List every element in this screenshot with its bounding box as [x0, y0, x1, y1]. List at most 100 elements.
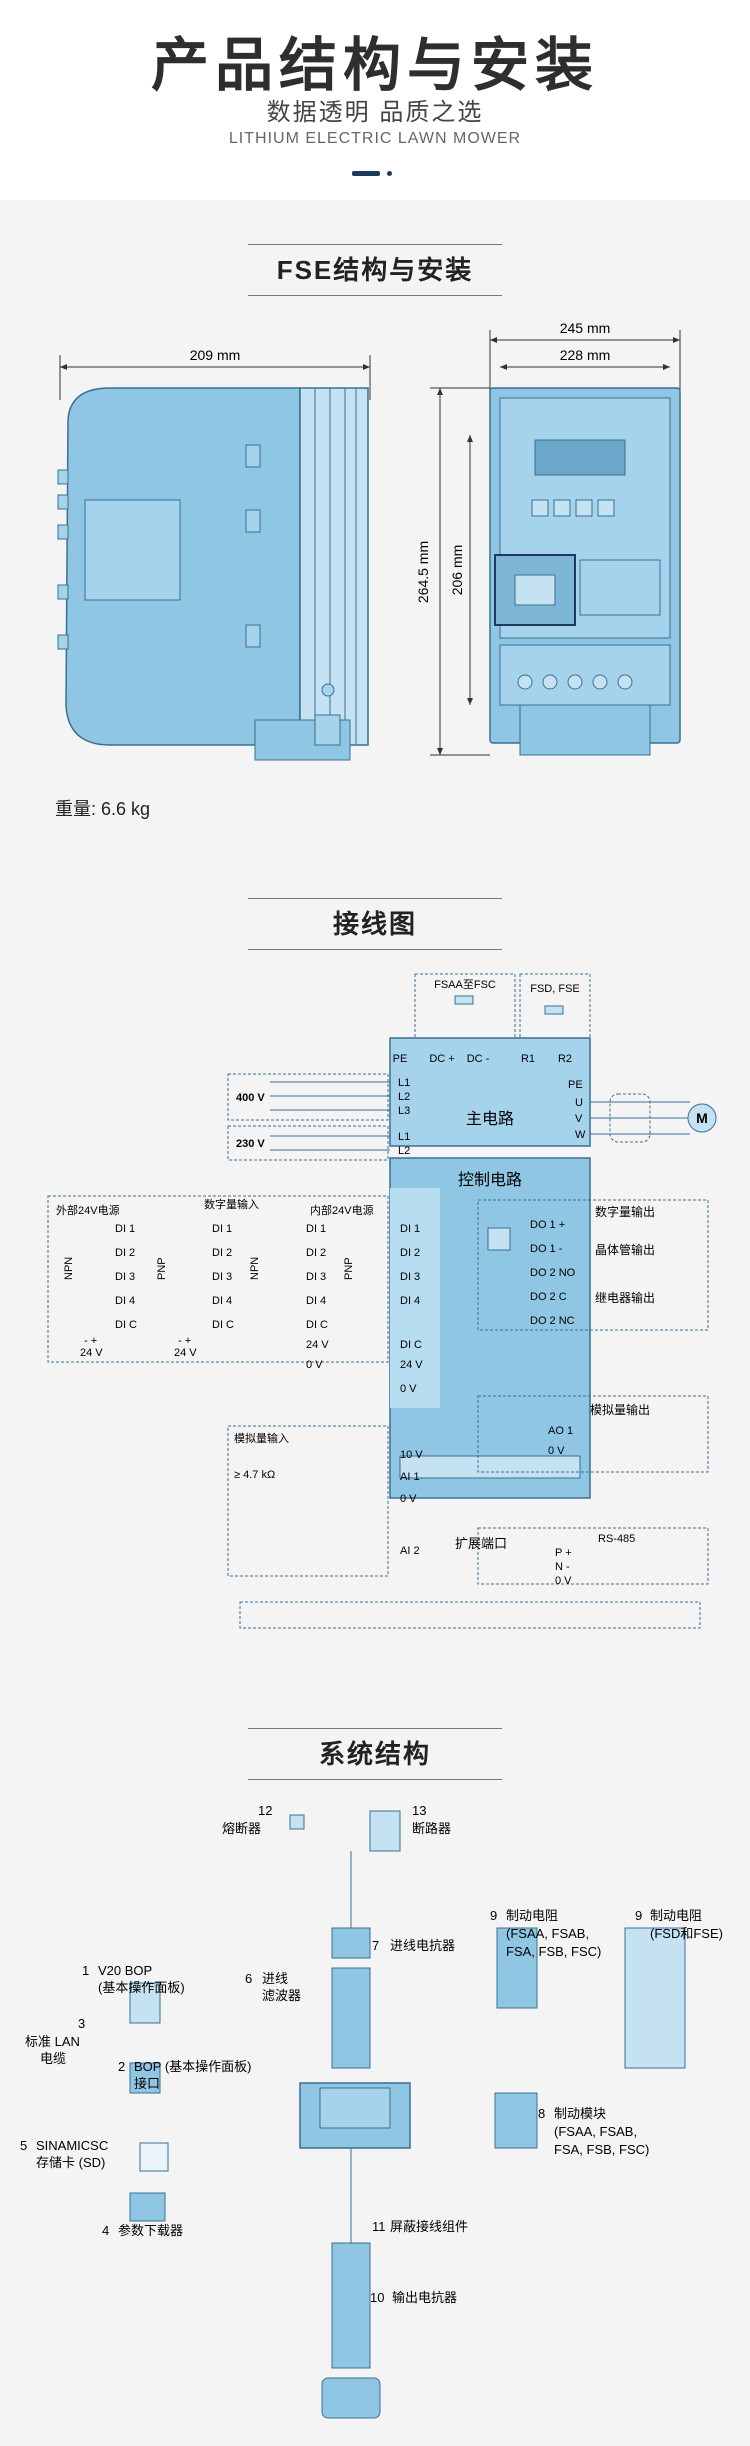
wiring-diagram: 主电路 控制电路 FSAA至FSC FSD, FSE PE DC + DC - …: [47, 973, 717, 1629]
callout-4: 4: [102, 2223, 109, 2238]
u-terminal: U: [575, 1097, 583, 1109]
w-terminal: W: [575, 1129, 586, 1141]
side-width-label: 209 mm: [190, 347, 241, 363]
sd-card-label: SINAMICSC: [36, 2138, 108, 2153]
control-circuit-label: 控制电路: [458, 1171, 522, 1189]
pnp-label: PNP: [156, 1257, 168, 1280]
v0-ao-terminal: 0 V: [548, 1445, 565, 1457]
sd-card-sub: 存储卡 (SD): [36, 2155, 105, 2170]
callout-8: 8: [538, 2106, 545, 2121]
analog-out-label: 模拟量输出: [590, 1402, 650, 1417]
front-height-outer: 264.5 mm: [415, 541, 431, 603]
callout-2: 2: [118, 2059, 125, 2074]
page-title: 产品结构与安装: [150, 33, 599, 98]
v0-ai-terminal: 0 V: [400, 1493, 417, 1505]
callout-3: 3: [78, 2016, 85, 2031]
r1-terminal: R1: [521, 1053, 535, 1065]
fsaa-fsc-label: FSAA至FSC: [434, 979, 496, 991]
front-width-inner: 228 mm: [560, 347, 611, 363]
di3-int-npn: DI 3: [306, 1271, 326, 1283]
do2nc-terminal: DO 2 NC: [530, 1315, 575, 1327]
v0-int: 0 V: [306, 1359, 323, 1371]
brake-module-models-a: (FSAA, FSAB,: [554, 2124, 637, 2139]
header-dash: [352, 171, 380, 176]
page-tagline: LITHIUM ELECTRIC LAWN MOWER: [228, 130, 522, 147]
dic-int-npn: DI C: [306, 1319, 328, 1331]
dic-ext-pnp: DI C: [212, 1319, 234, 1331]
l1b-terminal: L1: [398, 1131, 410, 1143]
section-title: FSE结构与安装: [248, 244, 502, 296]
l2-terminal: L2: [398, 1091, 410, 1103]
di1-ext-npn: DI 1: [115, 1223, 135, 1235]
di2-ext-pnp: DI 2: [212, 1247, 232, 1259]
do2no-terminal: DO 2 NO: [530, 1267, 576, 1279]
v10-terminal: 10 V: [400, 1449, 423, 1461]
di3-terminal: DI 3: [400, 1271, 420, 1283]
callout-7: 7: [372, 1938, 379, 1953]
l2b-terminal: L2: [398, 1145, 410, 1157]
bop-interface-label: BOP (基本操作面板): [134, 2059, 252, 2074]
ext24-label: 外部24V电源: [56, 1203, 120, 1217]
npn-label: NPN: [63, 1257, 75, 1280]
digital-in-label: 数字量输入: [204, 1197, 259, 1211]
filter-label-a: 进线: [262, 1971, 288, 1986]
ext-port-label: 扩展端口: [455, 1536, 507, 1551]
digital-out-label: 数字量输出: [595, 1204, 655, 1219]
v24-ext2: 24 V: [174, 1347, 197, 1359]
int24-label: 内部24V电源: [310, 1203, 374, 1217]
di4-ext-pnp: DI 4: [212, 1295, 232, 1307]
di4-terminal: DI 4: [400, 1295, 420, 1307]
pe-out-terminal: PE: [568, 1079, 583, 1091]
ai2-terminal: AI 2: [400, 1545, 420, 1557]
di2-ext-npn: DI 2: [115, 1247, 135, 1259]
lan-cable-label: 标准 LAN: [25, 2034, 80, 2049]
pm1-label: - +: [84, 1335, 97, 1347]
ai1-terminal: AI 1: [400, 1471, 420, 1483]
brake-resistor-models-a: (FSAA, FSAB,: [506, 1926, 589, 1941]
di1-terminal: DI 1: [400, 1223, 420, 1235]
callout-12: 12: [258, 1803, 272, 1818]
v24-int: 24 V: [306, 1339, 329, 1351]
di2-int-npn: DI 2: [306, 1247, 326, 1259]
callout-10: 10: [370, 2290, 384, 2305]
brake-resistor-large-models: (FSD和FSE): [650, 1926, 723, 1941]
do2c-terminal: DO 2 C: [530, 1291, 567, 1303]
ao1-terminal: AO 1: [548, 1425, 573, 1437]
page-header: 产品结构与安装 数据透明 品质之选 LITHIUM ELECTRIC LAWN …: [0, 0, 750, 200]
di1-int-npn: DI 1: [306, 1223, 326, 1235]
front-width-outer: 245 mm: [560, 320, 611, 336]
v24-ext1: 24 V: [80, 1347, 103, 1359]
kohm-label: ≥ 4.7 kΩ: [234, 1469, 275, 1481]
callout-13: 13: [412, 1803, 426, 1818]
di4-int-npn: DI 4: [306, 1295, 326, 1307]
pe-terminal: PE: [393, 1053, 408, 1065]
dc-plus-terminal: DC +: [429, 1053, 454, 1065]
reactor-in-label: 进线电抗器: [390, 1938, 455, 1953]
lan-cable-sub: 电缆: [40, 2051, 66, 2066]
brake-resistor-label: 制动电阻: [506, 1908, 558, 1923]
bop-interface-sub: 接口: [134, 2076, 160, 2091]
main-circuit-label: 主电路: [466, 1110, 514, 1128]
filter-label-b: 滤波器: [262, 1988, 301, 2003]
pm2-label: - +: [178, 1335, 191, 1347]
di1-ext-pnp: DI 1: [212, 1223, 232, 1235]
analog-in-label: 模拟量输入: [234, 1431, 289, 1445]
side-view: 209 mm: [57, 347, 371, 761]
do1p-terminal: DO 1 +: [530, 1219, 565, 1231]
reactor-out-label: 输出电抗器: [392, 2290, 457, 2305]
di4-ext-npn: DI 4: [115, 1295, 135, 1307]
brake-resistor-models-b: FSA, FSB, FSC): [506, 1944, 601, 1959]
brake-module-label: 制动模块: [554, 2106, 606, 2121]
system-diagram: 12 熔断器 13 断路器 7 进线电抗器 6 进线 滤波器 9 制动电阻 (F…: [20, 1803, 723, 2419]
l1-terminal: L1: [398, 1077, 410, 1089]
v0-rs-terminal: 0 V: [555, 1575, 572, 1587]
weight-label: 重量: 6.6 kg: [55, 799, 150, 819]
nminus-terminal: N -: [555, 1561, 570, 1573]
brake-module-models-b: FSA, FSB, FSC): [554, 2142, 649, 2157]
do1m-terminal: DO 1 -: [530, 1243, 563, 1255]
dic-terminal: DI C: [400, 1339, 422, 1351]
di3-ext-pnp: DI 3: [212, 1271, 232, 1283]
di3-ext-npn: DI 3: [115, 1271, 135, 1283]
di2-terminal: DI 2: [400, 1247, 420, 1259]
fsd-fse-label: FSD, FSE: [530, 983, 580, 995]
